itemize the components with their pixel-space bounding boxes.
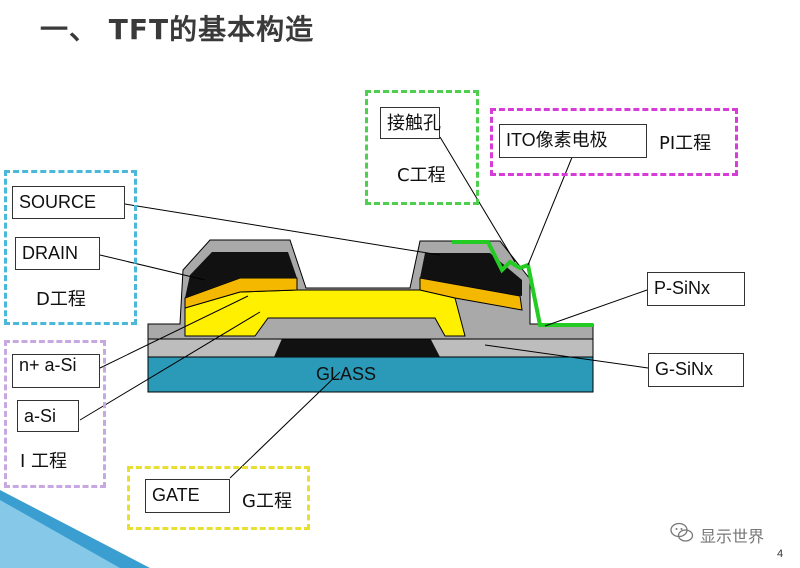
leader-n-plus <box>99 295 249 369</box>
page-title: 一、 TFT的基本构造 <box>40 13 315 46</box>
n-plus-a-si-label: n+ a-Si <box>12 354 100 388</box>
leader-ito <box>527 149 576 266</box>
n-plus-a-si-right <box>419 277 523 311</box>
drain-label: DRAIN <box>15 237 100 270</box>
source-label: SOURCE <box>12 186 125 219</box>
ito-electrode <box>452 240 593 327</box>
leader-g-sinx <box>484 344 649 369</box>
contact-hole-label: 接触孔 <box>380 107 441 139</box>
leader-lines <box>79 136 649 479</box>
page-number: 4 <box>777 548 784 560</box>
pi-process-box <box>490 108 738 176</box>
wechat-icon <box>670 522 694 542</box>
drain-metal <box>185 252 297 298</box>
gate-metal <box>274 334 440 357</box>
d-process-text: D工程 <box>36 289 86 310</box>
gate-label: GATE <box>145 479 230 513</box>
g-sinx-label: G-SiNx <box>648 353 744 387</box>
g-process-box <box>127 466 310 530</box>
leader-p-sinx <box>544 289 648 327</box>
glass-substrate <box>147 356 594 393</box>
g-process-text: G工程 <box>242 491 292 512</box>
i-process-box <box>4 340 106 488</box>
decorative-swoosh <box>0 490 150 568</box>
leader-drain <box>99 254 206 281</box>
leader-a-si <box>79 311 261 421</box>
ito-label: ITO像素电极 <box>499 124 647 158</box>
pi-process-text: PI工程 <box>659 133 712 154</box>
leader-source <box>124 203 441 256</box>
source-metal <box>420 253 522 296</box>
c-process-box <box>365 90 479 205</box>
p-sinx-label: P-SiNx <box>647 272 745 306</box>
d-process-box <box>4 170 137 325</box>
leader-gate <box>229 371 341 479</box>
glass-text: GLASS <box>316 364 377 384</box>
i-process-text: I 工程 <box>20 451 68 472</box>
a-si-label: a-Si <box>17 400 79 432</box>
c-process-text: C工程 <box>397 165 446 186</box>
watermark-text: 显示世界 <box>700 527 765 546</box>
